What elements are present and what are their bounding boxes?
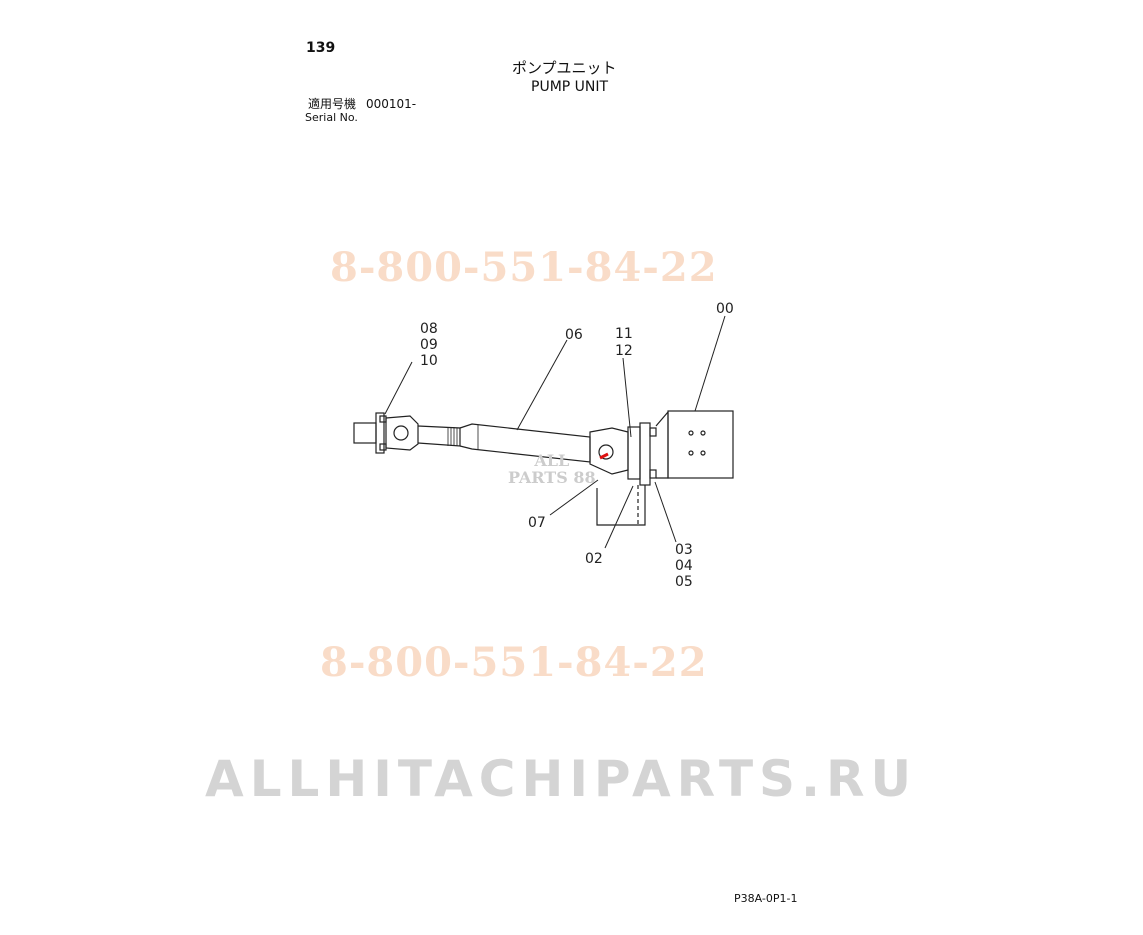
spline-teeth <box>447 427 458 446</box>
right-yoke <box>589 427 629 475</box>
pump-port <box>688 430 694 436</box>
phone-watermark-bottom: 8-800-551-84-22 <box>320 639 708 686</box>
callout-12: 12 <box>615 343 633 359</box>
callout-08: 08 <box>420 321 438 337</box>
left-joint-cross <box>393 425 409 441</box>
flange-bolt <box>379 443 387 451</box>
callout-03: 03 <box>675 542 693 558</box>
flange-bolt <box>649 469 657 479</box>
serial-value: 000101- <box>366 97 417 111</box>
coupling <box>627 426 641 480</box>
callout-06: 06 <box>565 327 583 343</box>
pump-body <box>667 410 734 479</box>
mount-flange <box>639 422 651 486</box>
pump-port <box>700 450 706 456</box>
left-flange <box>375 412 385 454</box>
callout-02: 02 <box>585 551 603 567</box>
serial-label-english: Serial No. <box>305 111 358 124</box>
callout-00: 00 <box>716 301 734 317</box>
small-watermark-line2: PARTS 88 <box>508 468 596 487</box>
left-yoke <box>385 415 419 451</box>
pump-port <box>688 450 694 456</box>
callout-11: 11 <box>615 326 633 342</box>
input-shaft-stub <box>353 422 377 444</box>
pump-adapter <box>655 410 669 479</box>
bracket <box>596 485 646 526</box>
page-number: 139 <box>306 40 336 56</box>
page-code: P38A-0P1-1 <box>734 892 798 905</box>
right-joint-cross <box>598 444 614 460</box>
callout-10: 10 <box>420 353 438 369</box>
site-watermark: ALLHITACHIPARTS.RU <box>205 750 918 808</box>
red-mark <box>599 452 609 460</box>
serial-label-japanese: 適用号機 <box>308 97 357 111</box>
flange-bolt <box>649 427 657 437</box>
title-japanese: ポンプユニット <box>512 59 617 77</box>
callout-05: 05 <box>675 574 693 590</box>
leader-lines <box>384 315 726 549</box>
pump-port <box>700 430 706 436</box>
callout-09: 09 <box>420 337 438 353</box>
phone-watermark-top: 8-800-551-84-22 <box>330 244 718 291</box>
small-watermark-line1: ALL <box>534 451 570 470</box>
title-english: PUMP UNIT <box>531 79 609 95</box>
callout-04: 04 <box>675 558 693 574</box>
spline-shaft <box>417 425 461 447</box>
flange-bolt <box>379 415 387 423</box>
callout-07: 07 <box>528 515 546 531</box>
small-watermark: ALL PARTS 88 <box>508 452 596 486</box>
